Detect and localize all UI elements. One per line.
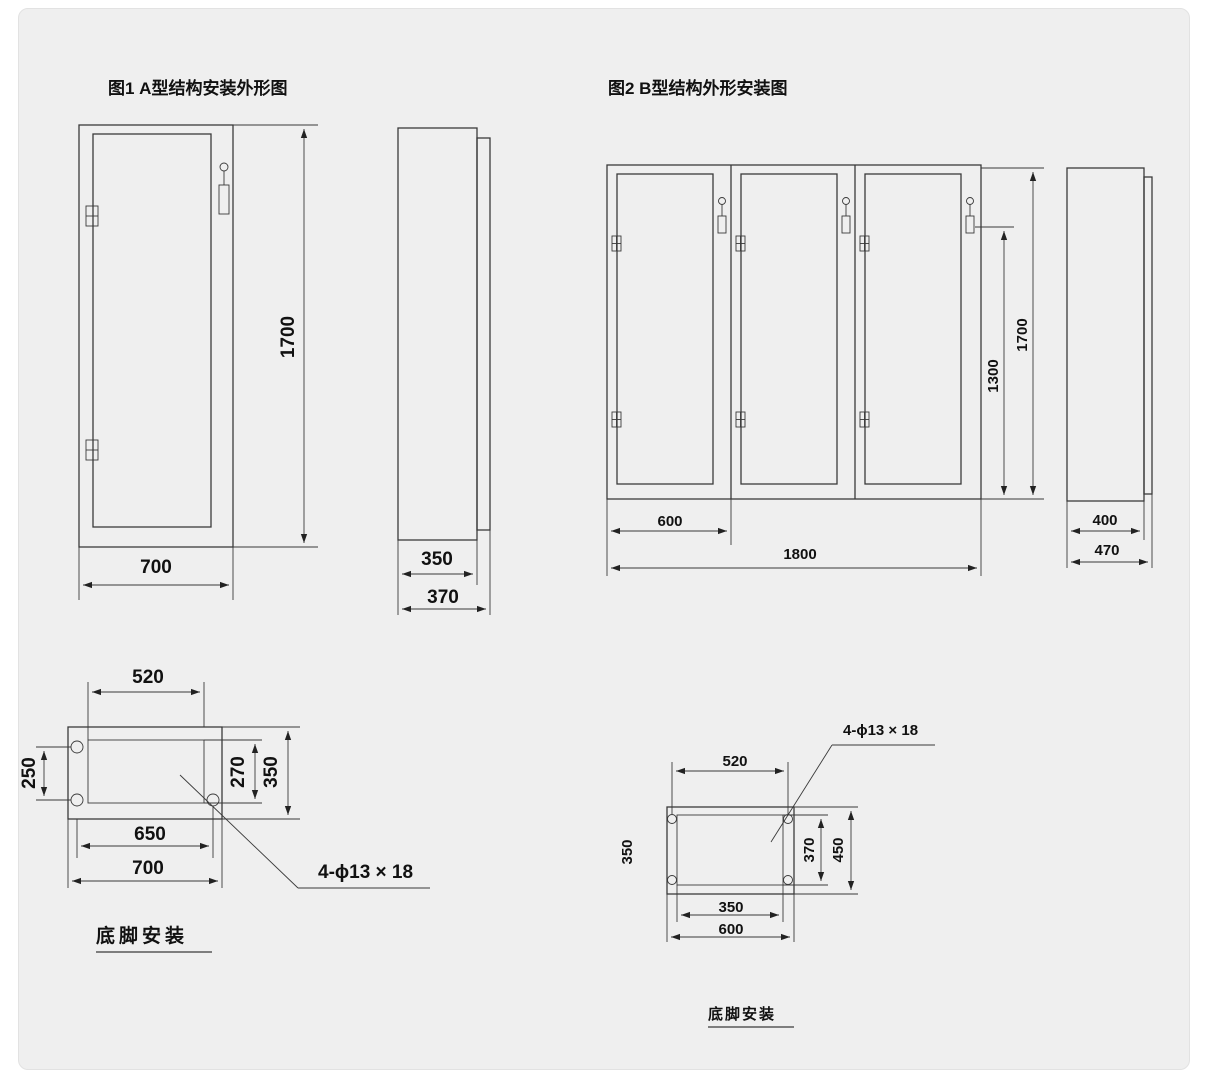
dim-a-base-520: 520: [132, 667, 164, 688]
dim-b-600: 600: [657, 513, 682, 530]
dim-b-base-520: 520: [722, 753, 747, 770]
figure-a-front-view: [78, 124, 234, 548]
dim-a-base-700: 700: [132, 858, 164, 879]
figure-a-height-dim: 1700: [233, 124, 318, 548]
dim-a-base-350: 350: [261, 756, 282, 788]
dim-a-350: 350: [421, 549, 453, 570]
figure-b-side-view: 400 470: [1066, 167, 1153, 568]
dim-a-base-270: 270: [228, 756, 249, 788]
dim-b-base-450: 450: [830, 837, 847, 862]
dim-b-base-350w: 350: [718, 899, 743, 916]
dim-b-1700: 1700: [1014, 318, 1031, 351]
dim-b-470: 470: [1094, 542, 1119, 559]
dim-b-1800: 1800: [783, 546, 816, 563]
dim-a-370: 370: [427, 587, 459, 608]
figure-a-side-view: 350 370: [397, 127, 491, 615]
dim-a-base-650: 650: [134, 824, 166, 845]
dim-a-base-250: 250: [19, 757, 40, 789]
figure-b-front-view: [606, 164, 982, 500]
drawing-panel: [18, 8, 1190, 1070]
base-label-b: 底脚安装: [708, 1005, 776, 1023]
figure-b-height-dims: 1700 1300: [975, 167, 1044, 500]
dim-b-base-350h: 350: [619, 839, 636, 864]
base-label-a: 底脚安装: [96, 924, 188, 947]
figure-a-width-dim: 700: [78, 547, 234, 600]
dim-b-1300: 1300: [985, 359, 1002, 392]
figure-b-title: 图2 B型结构外形安装图: [608, 78, 787, 98]
dim-b-base-600: 600: [718, 921, 743, 938]
dim-b-base-370: 370: [801, 837, 818, 862]
figure-a-base-plan: 520 650 700 250 270 350 4-ϕ13 × 18: [19, 667, 430, 889]
figure-b-width-dims: 600 1800: [606, 499, 982, 576]
figure-b-base-plan: 4-ϕ13 × 18 520 350 600 350 370 450: [619, 722, 935, 942]
dim-a-1700: 1700: [278, 316, 299, 358]
hole-spec-a: 4-ϕ13 × 18: [318, 862, 413, 883]
dim-a-700: 700: [140, 557, 172, 578]
figure-a-title: 图1 A型结构安装外形图: [108, 78, 287, 98]
dim-b-400: 400: [1092, 512, 1117, 529]
hole-spec-b: 4-ϕ13 × 18: [843, 722, 918, 739]
